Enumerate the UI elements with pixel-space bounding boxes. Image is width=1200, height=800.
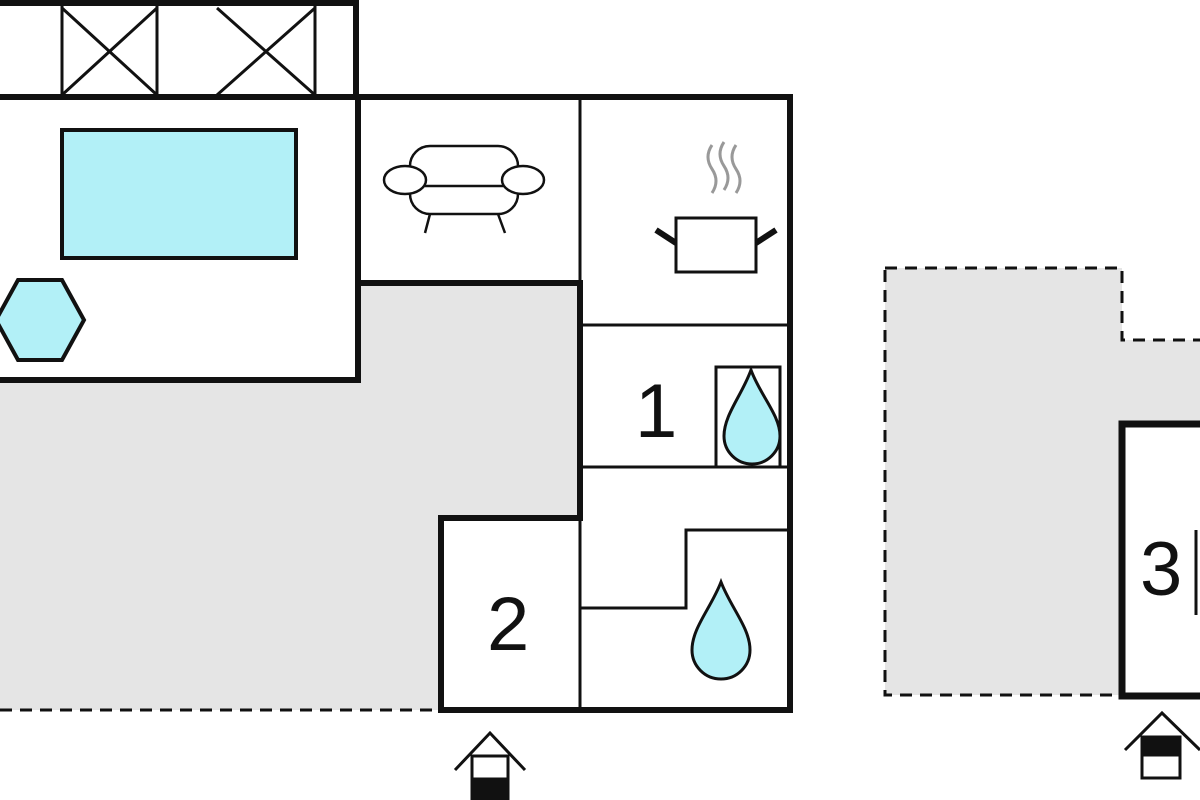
room-label-2: 2 — [487, 582, 529, 667]
terrace-area — [0, 283, 580, 710]
room-label-1: 1 — [635, 369, 677, 454]
water-drop-icon — [722, 365, 782, 466]
room-label-3: 3 — [1140, 527, 1182, 612]
bedroom-3 — [1118, 420, 1200, 700]
water-drop-icon — [690, 577, 752, 681]
window-icon — [0, 0, 359, 100]
sofa-icon — [382, 144, 546, 234]
entrance-icon — [1123, 710, 1200, 780]
hexagon-icon — [0, 278, 87, 362]
entrance-icon — [453, 730, 527, 800]
pool-icon — [60, 128, 298, 260]
interior-walls — [578, 97, 790, 710]
cooking-pot-icon — [654, 141, 778, 274]
